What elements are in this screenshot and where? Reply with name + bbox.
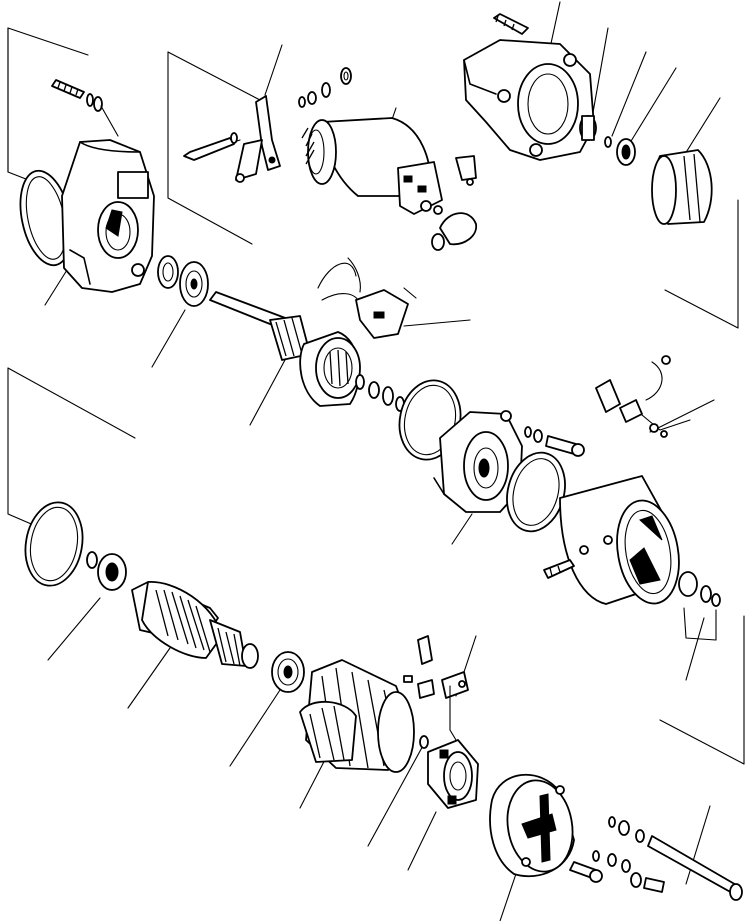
rear-bearing (271, 651, 305, 693)
terminal-caps (431, 155, 477, 251)
bracket-washers-right (683, 607, 717, 641)
pinion-housing (463, 13, 595, 161)
frame-screw (543, 559, 575, 579)
terminal-wire (595, 355, 671, 438)
brush-holder-cage (299, 659, 415, 773)
drive-shaft (209, 291, 311, 361)
bracket-right-lower (659, 615, 745, 765)
o-ring-lower (24, 501, 84, 587)
brush-plate (427, 739, 479, 809)
rear-fasteners (569, 816, 743, 901)
bracket-small-right (635, 409, 691, 431)
front-bearing (157, 255, 209, 307)
washers-right (678, 571, 721, 607)
mount-bolt-left (51, 79, 119, 137)
front-housing (19, 139, 155, 293)
bracket-top-center (167, 51, 261, 245)
solenoid-assembly (301, 117, 443, 215)
armature-bearing (86, 551, 127, 591)
yoke-field-frame (559, 475, 680, 605)
armature (131, 581, 259, 669)
bracket-right-upper (664, 199, 739, 329)
brush-parts (403, 635, 469, 749)
center-bracket (433, 410, 523, 513)
shift-lever (183, 95, 281, 183)
pinion-parts (579, 115, 713, 225)
rear-end-cover (489, 773, 575, 878)
wire-harness (317, 257, 417, 339)
through-bolt-middle (524, 426, 585, 457)
overrunning-clutch (299, 331, 405, 412)
solenoid-washers (298, 67, 352, 108)
